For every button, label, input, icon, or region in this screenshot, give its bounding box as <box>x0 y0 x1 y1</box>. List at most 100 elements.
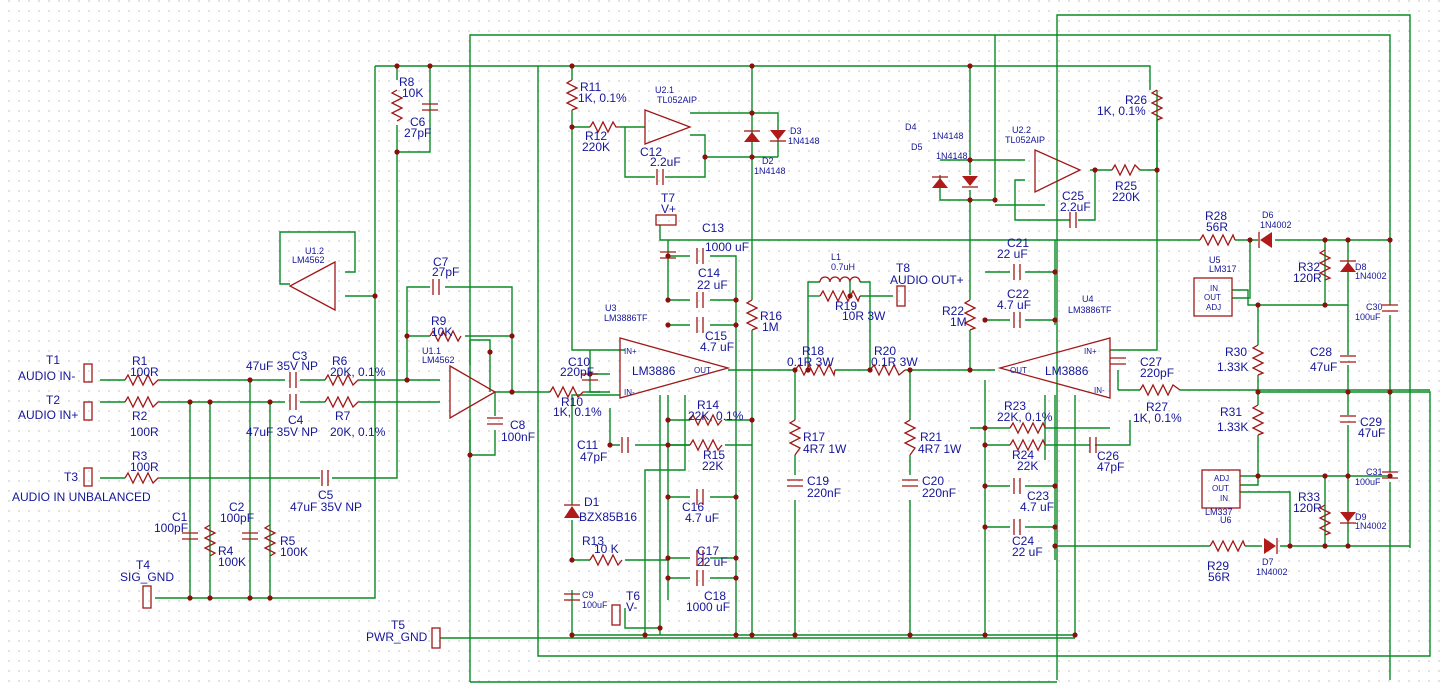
label-r7: R7 <box>335 409 351 423</box>
label-c21-val: 22 uF <box>997 247 1028 261</box>
label-r11: R11 <box>580 80 601 94</box>
label-t8: T8 <box>896 261 910 275</box>
capacitor-c30 <box>1382 304 1398 312</box>
capacitor-c21 <box>1013 264 1021 280</box>
resistor-r15 <box>689 438 723 452</box>
terminal-t5 <box>431 627 441 649</box>
label-c10: C10 <box>568 355 590 369</box>
resistor-r17 <box>788 419 802 456</box>
label-t3: T3 <box>64 470 78 484</box>
label-c19-val: 220nF <box>807 486 841 500</box>
label-l1-val: 0.7uH <box>831 262 855 272</box>
label-r10: R10 <box>561 395 583 409</box>
opamp-u2-1 <box>644 109 692 145</box>
label-u2-2-val: TL052AIP <box>1005 135 1045 145</box>
diode-d2 <box>744 130 760 142</box>
label-d7-val: 1N4002 <box>1256 567 1288 577</box>
label-d1-val: BZX85B16 <box>579 510 637 524</box>
diode-d4 <box>932 176 948 188</box>
label-t4-name: SIG_GND <box>120 570 174 584</box>
label-r22-val: 1M <box>950 315 967 329</box>
label-r5-val: 100K <box>280 545 308 559</box>
label-r28-val: 56R <box>1206 220 1228 234</box>
resistor-r24 <box>1009 438 1046 452</box>
label-r15: R15 <box>703 448 725 462</box>
label-d9-val: 1N4002 <box>1355 521 1387 531</box>
resistor-r29 <box>1209 539 1246 553</box>
capacitor-c22 <box>1013 312 1021 328</box>
pin-u4-inm: IN- <box>1094 386 1105 395</box>
label-c31-val: 100uF <box>1355 477 1381 487</box>
label-r12: R12 <box>585 129 607 143</box>
label-u2-2: U2.2 <box>1012 125 1031 135</box>
diode-d5 <box>962 176 978 188</box>
label-d2: D2 <box>762 156 774 166</box>
terminal-t3 <box>83 467 93 487</box>
label-r31-val: 1.33K <box>1217 420 1248 434</box>
pin-u6-adj: ADJ <box>1214 474 1229 483</box>
pin-u5-in: IN <box>1210 284 1218 293</box>
junctions <box>187 63 1393 638</box>
resistor-r19 <box>819 289 861 303</box>
label-r14-val: 22K, 0.1% <box>688 409 744 423</box>
label-c23: C23 <box>1027 489 1049 503</box>
label-r30-val: 1.33K <box>1217 360 1248 374</box>
capacitor-c12 <box>656 169 664 185</box>
pin-u4-out: OUT <box>1010 366 1027 375</box>
label-c27-val: 220pF <box>1140 366 1174 380</box>
label-t5: T5 <box>391 618 405 632</box>
resistor-r8 <box>390 89 404 122</box>
label-c13: C13 <box>702 221 724 235</box>
label-r21-val: 4R7 1W <box>918 442 962 456</box>
capacitor-c1 <box>182 532 198 540</box>
label-u3-body: LM3886 <box>632 364 676 378</box>
label-r13: R13 <box>582 534 604 548</box>
resistor-r33 <box>1318 504 1332 536</box>
label-r31: R31 <box>1220 405 1242 419</box>
pin-u4-inp: IN+ <box>1084 347 1097 356</box>
label-c31: C31 <box>1366 467 1383 477</box>
label-r5: R5 <box>280 534 296 548</box>
pin-u6-in: IN <box>1220 494 1228 503</box>
label-r16-val: 1M <box>762 320 779 334</box>
label-c6: C6 <box>410 115 426 129</box>
opamp-u2-2 <box>1034 148 1082 194</box>
label-c21: C21 <box>1007 236 1029 250</box>
label-c4-val: 47uF 35V NP <box>246 425 318 439</box>
label-r7-val: 20K, 0.1% <box>330 425 386 439</box>
label-d7: D7 <box>1262 557 1274 567</box>
label-r33-val: 120R <box>1293 501 1322 515</box>
label-u2-1: U2.1 <box>655 85 674 95</box>
label-d6: D6 <box>1262 210 1274 220</box>
resistor-r10 <box>549 385 585 399</box>
capacitor-c9 <box>564 593 580 601</box>
label-t7: T7 <box>661 191 675 205</box>
capacitor-c23 <box>1013 478 1021 494</box>
label-d9: D9 <box>1355 512 1367 522</box>
terminal-t2 <box>83 401 93 421</box>
label-u1-2: U1.2 <box>305 246 324 256</box>
label-c12-val: 2.2uF <box>650 155 681 169</box>
label-u3: U3 <box>605 303 617 313</box>
label-r30: R30 <box>1225 345 1247 359</box>
label-d2-val: 1N4148 <box>754 166 786 176</box>
label-c17: C17 <box>697 544 719 558</box>
label-u6-val: LM337 <box>1205 507 1233 517</box>
label-c18: C18 <box>704 589 726 603</box>
resistor-r25 <box>1111 163 1141 177</box>
label-r9: R9 <box>431 314 447 328</box>
label-r24-val: 22K <box>1017 459 1038 473</box>
label-t6: T6 <box>626 589 640 603</box>
label-t5-name: PWR_GND <box>366 630 428 644</box>
capacitor-c3 <box>289 372 297 388</box>
resistor-r27 <box>1139 383 1181 397</box>
amp-u3 <box>619 337 731 399</box>
label-r23-val: 22K, 0.1% <box>997 410 1053 424</box>
label-d6-val: 1N4002 <box>1260 220 1292 230</box>
regulator-u5 <box>1193 277 1233 317</box>
pin-u5-adj: ADJ <box>1206 303 1221 312</box>
capacitor-c18 <box>696 570 704 586</box>
label-r29: R29 <box>1207 559 1229 573</box>
label-t4: T4 <box>136 558 150 572</box>
